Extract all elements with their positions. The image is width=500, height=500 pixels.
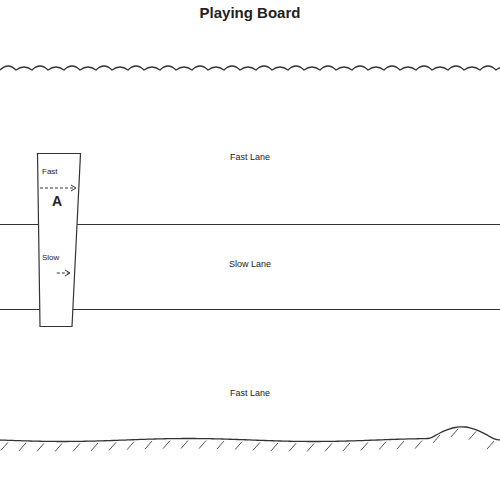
piece-body xyxy=(38,154,81,327)
hatch-stroke xyxy=(109,442,116,450)
hatch-stroke xyxy=(199,441,206,449)
fast-arrow xyxy=(40,188,75,189)
hatch-stroke xyxy=(415,441,422,449)
piece-outline xyxy=(37,153,81,327)
hatch-stroke xyxy=(325,443,332,451)
hatch-stroke xyxy=(487,441,494,449)
title: Playing Board xyxy=(0,4,500,21)
water-edge xyxy=(0,66,500,70)
hatch-stroke xyxy=(451,429,458,437)
hatch-stroke xyxy=(145,441,152,449)
hatch-stroke xyxy=(19,443,26,451)
shore-line xyxy=(0,427,500,442)
hatch-stroke xyxy=(397,441,404,449)
arrow-head xyxy=(65,270,70,276)
hatch-stroke xyxy=(127,442,134,450)
hatch-stroke xyxy=(1,442,8,450)
lane-label: Fast Lane xyxy=(230,152,270,162)
hatch-stroke xyxy=(37,443,44,451)
hatch-stroke xyxy=(361,442,368,450)
hatch-stroke xyxy=(307,444,314,452)
arrow-head xyxy=(71,185,76,191)
speed-label: Fast xyxy=(42,167,58,176)
shore-hatching xyxy=(1,429,494,452)
speed-label: Slow xyxy=(42,253,59,262)
hatch-stroke xyxy=(163,441,170,449)
hatch-stroke xyxy=(469,432,476,440)
hatch-stroke xyxy=(433,435,440,443)
slow-arrow xyxy=(57,273,69,274)
hatch-stroke xyxy=(235,442,242,450)
hatch-stroke xyxy=(181,441,188,449)
lane-band: Fast Lane xyxy=(0,310,500,430)
hatch-stroke xyxy=(343,443,350,451)
hatch-stroke xyxy=(73,443,80,451)
hatch-stroke xyxy=(379,442,386,450)
hatch-stroke xyxy=(55,443,62,451)
lane-label: Fast Lane xyxy=(230,388,270,398)
lane-label: Slow Lane xyxy=(229,259,271,269)
piece-letter: A xyxy=(52,193,62,209)
hatch-stroke xyxy=(253,442,260,450)
hatch-stroke xyxy=(91,443,98,451)
hatch-stroke xyxy=(271,443,278,451)
hatch-stroke xyxy=(217,441,224,449)
game-piece: FastA Slow xyxy=(37,153,81,327)
hatch-stroke xyxy=(289,443,296,451)
